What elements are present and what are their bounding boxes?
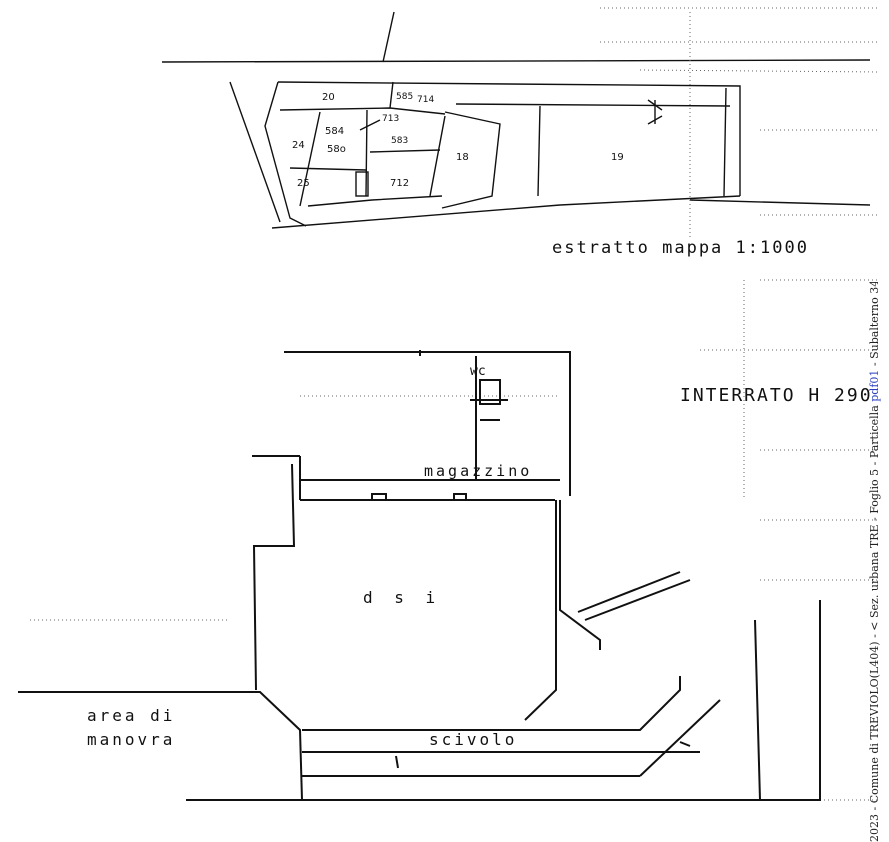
stamp-suffix: - Subalterno 34 > [868, 282, 881, 367]
scan-artefacts [30, 7, 881, 801]
parcel-713: 713 [382, 114, 400, 124]
parcel-583: 583 [391, 136, 409, 146]
room-scivolo: scivolo [429, 730, 518, 749]
parcel-24: 24 [292, 140, 305, 151]
map-extract-lines [161, 11, 871, 229]
area-label-line2: manovra [87, 730, 176, 749]
area-label-line1: area di [87, 706, 176, 725]
room-dsi: d s i [363, 588, 442, 607]
floor-title: INTERRATO H 290 [680, 385, 873, 406]
parcel-20: 20 [322, 92, 335, 103]
parcel-18: 18 [456, 152, 469, 163]
room-wc: wc [470, 364, 486, 379]
map-extract-title: estratto mappa 1:1000 [552, 238, 809, 258]
parcel-714: 714 [417, 95, 435, 105]
stamp-prefix: 2023 - Comune di TREVIOLO(L404) - < Sez.… [868, 405, 881, 842]
stamp-link[interactable]: pdf01 [868, 369, 881, 402]
room-magazzino: magazzino [424, 462, 533, 480]
parcel-580: 58o [327, 144, 346, 155]
parcel-584: 584 [325, 126, 345, 137]
parcel-25: 25 [297, 178, 310, 189]
floor-plan-walls [18, 350, 821, 801]
parcel-712: 712 [390, 178, 410, 189]
vertical-cadastral-stamp: 2023 - Comune di TREVIOLO(L404) - < Sez.… [868, 282, 881, 842]
parcel-585: 585 [396, 92, 414, 102]
parcel-19: 19 [611, 152, 624, 163]
